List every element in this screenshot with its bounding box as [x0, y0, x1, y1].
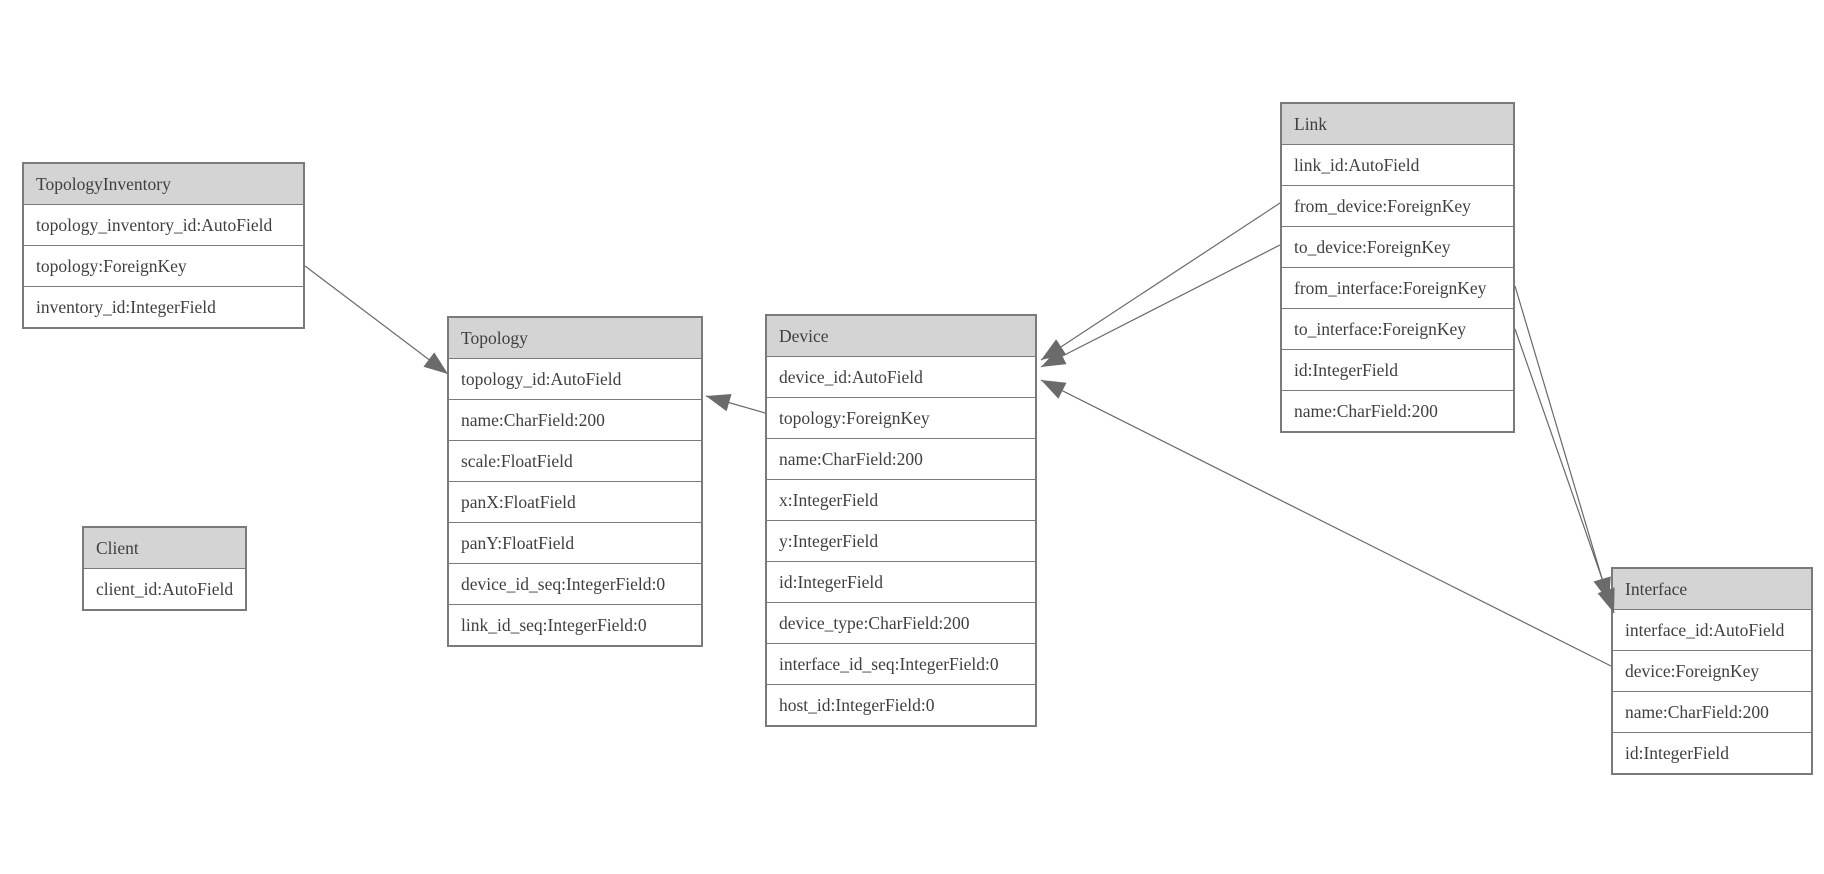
entity-link-title: Link: [1282, 104, 1513, 145]
entity-field: client_id:AutoField: [84, 569, 245, 609]
entity-field: from_interface:ForeignKey: [1282, 268, 1513, 309]
entity-field: to_interface:ForeignKey: [1282, 309, 1513, 350]
entity-field: name:CharField:200: [449, 400, 701, 441]
entity-field: inventory_id:IntegerField: [24, 287, 303, 327]
edge-link-fromdevice-device: [1040, 202, 1281, 361]
edge-device-topology: [705, 393, 766, 414]
entity-field: device_id:AutoField: [767, 357, 1035, 398]
entity-field: topology:ForeignKey: [767, 398, 1035, 439]
entity-field: device_type:CharField:200: [767, 603, 1035, 644]
entity-field: from_device:ForeignKey: [1282, 186, 1513, 227]
entity-field: name:CharField:200: [1613, 692, 1811, 733]
entity-field: device:ForeignKey: [1613, 651, 1811, 692]
entity-device: Device device_id:AutoField topology:Fore…: [765, 314, 1037, 727]
edge-link-tointerface-interface: [1514, 328, 1615, 614]
entity-field: name:CharField:200: [767, 439, 1035, 480]
entity-field: device_id_seq:IntegerField:0: [449, 564, 701, 605]
entity-field: link_id_seq:IntegerField:0: [449, 605, 701, 645]
entity-interface: Interface interface_id:AutoField device:…: [1611, 567, 1813, 775]
edge-link-todevice-device: [1040, 244, 1281, 368]
entity-field: x:IntegerField: [767, 480, 1035, 521]
entity-field: to_device:ForeignKey: [1282, 227, 1513, 268]
entity-link: Link link_id:AutoField from_device:Forei…: [1280, 102, 1515, 433]
entity-field: scale:FloatField: [449, 441, 701, 482]
entity-field: id:IntegerField: [1282, 350, 1513, 391]
entity-topology-title: Topology: [449, 318, 701, 359]
entity-client: Client client_id:AutoField: [82, 526, 247, 611]
entity-device-title: Device: [767, 316, 1035, 357]
entity-field: name:CharField:200: [1282, 391, 1513, 431]
entity-field: host_id:IntegerField:0: [767, 685, 1035, 725]
entity-topologyinventory: TopologyInventory topology_inventory_id:…: [22, 162, 305, 329]
entity-field: panX:FloatField: [449, 482, 701, 523]
entity-interface-title: Interface: [1613, 569, 1811, 610]
edge-topologyinventory-topology: [304, 265, 449, 375]
entity-field: y:IntegerField: [767, 521, 1035, 562]
entity-field: interface_id_seq:IntegerField:0: [767, 644, 1035, 685]
entity-field: interface_id:AutoField: [1613, 610, 1811, 651]
entity-field: id:IntegerField: [1613, 733, 1811, 773]
entity-topology: Topology topology_id:AutoField name:Char…: [447, 316, 703, 647]
entity-client-title: Client: [84, 528, 245, 569]
entity-field: link_id:AutoField: [1282, 145, 1513, 186]
entity-field: panY:FloatField: [449, 523, 701, 564]
entity-field: id:IntegerField: [767, 562, 1035, 603]
entity-topologyinventory-title: TopologyInventory: [24, 164, 303, 205]
entity-field: topology_inventory_id:AutoField: [24, 205, 303, 246]
edge-link-frominterface-interface: [1514, 285, 1611, 603]
entity-field: topology:ForeignKey: [24, 246, 303, 287]
entity-field: topology_id:AutoField: [449, 359, 701, 400]
